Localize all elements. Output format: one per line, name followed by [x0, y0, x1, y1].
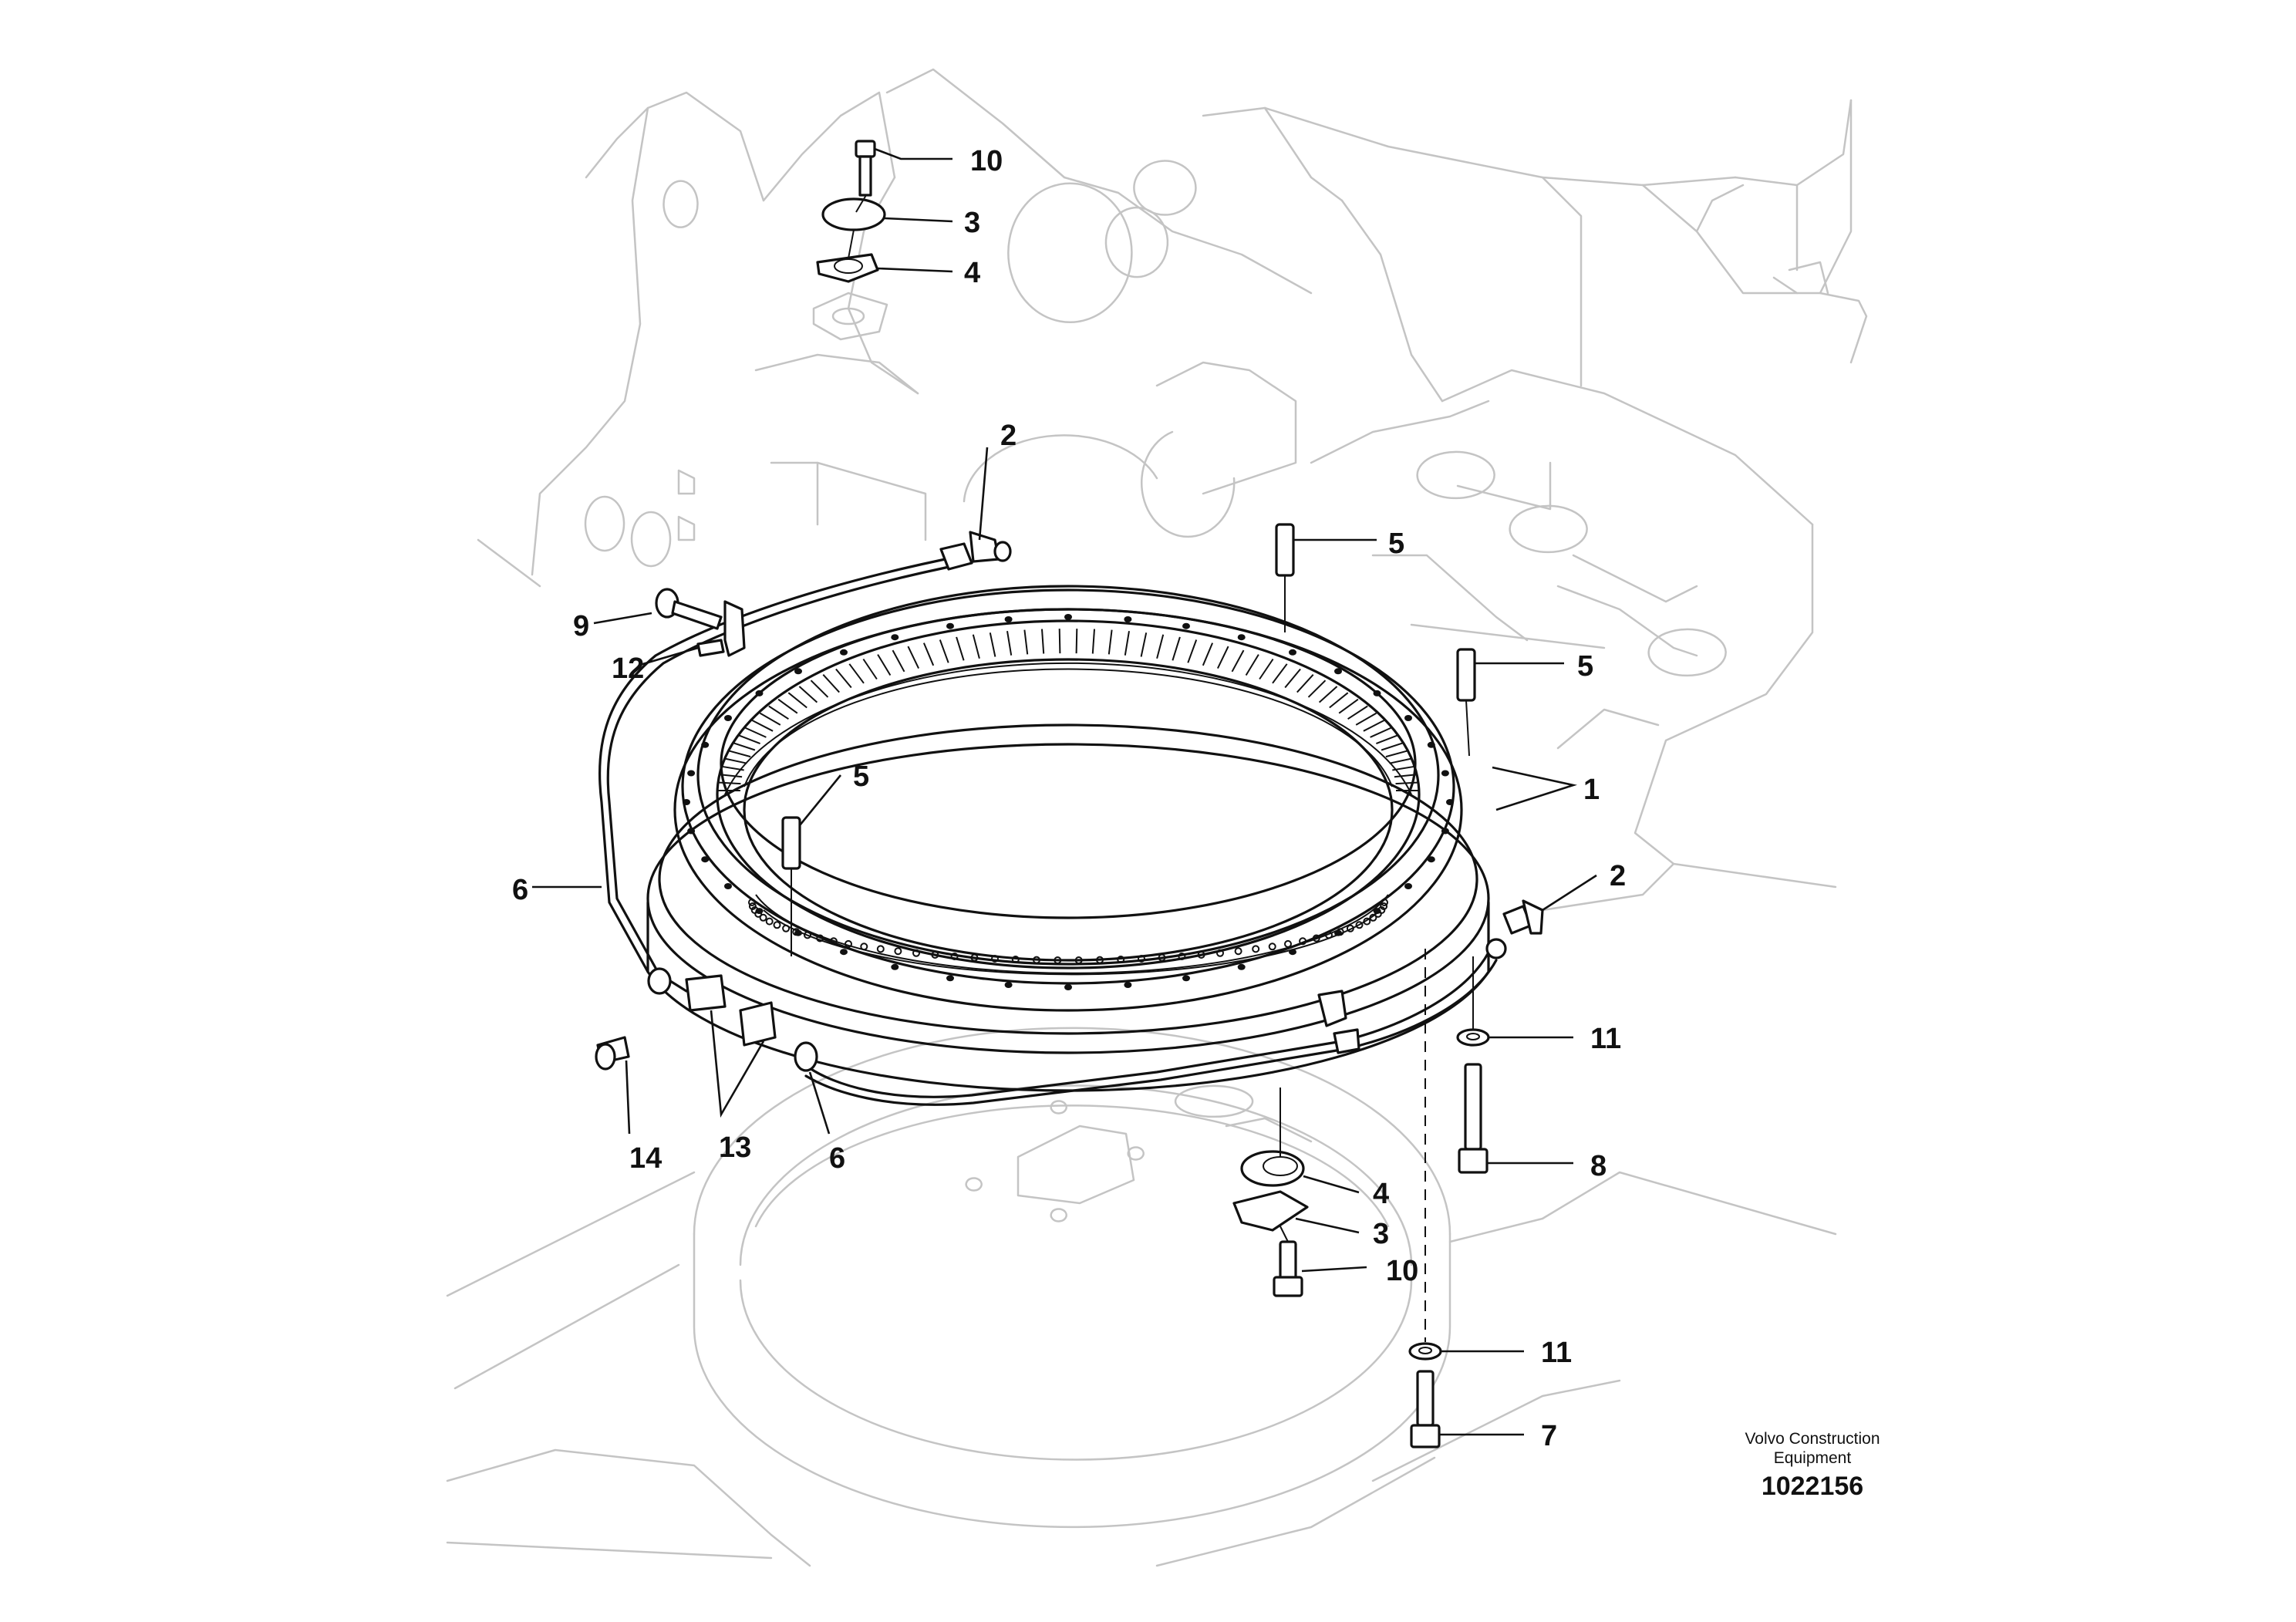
undercarriage-outline: [446, 1027, 1837, 1567]
alignment-lines: [791, 194, 1474, 1342]
lube-hoses: [598, 554, 1498, 1106]
callout-c12: 12: [612, 653, 644, 685]
callout-c5b: 5: [1577, 650, 1593, 683]
callout-c6b: 6: [829, 1142, 845, 1175]
leader-lines: [532, 147, 1597, 1436]
callout-c4b: 4: [1373, 1178, 1389, 1210]
cover-3: [821, 197, 886, 231]
document-number: 1022156: [1761, 1472, 1864, 1501]
callout-c14: 14: [629, 1142, 662, 1175]
callout-c3b: 3: [1373, 1218, 1389, 1250]
brand-line-1: Volvo Construction: [1745, 1430, 1880, 1448]
gasket-4: [816, 253, 879, 283]
callout-c2b: 2: [1610, 860, 1626, 892]
brand-caption: Volvo Construction Equipment: [1681, 1429, 1944, 1468]
pin-5b: [1456, 648, 1476, 702]
callout-c2a: 2: [1000, 420, 1017, 452]
callout-c13: 13: [719, 1131, 751, 1164]
pin-5a: [1275, 523, 1295, 577]
callout-c10a: 10: [970, 145, 1003, 177]
callout-c5c: 5: [853, 760, 869, 793]
callout-labels: 10 3 4 2 5 9 12 5 1 5 6 2 11 8 14 13 6 4 3 10 11 7: [512, 145, 1626, 1452]
bolt-10-shank: [858, 155, 872, 197]
hardware-parts: [595, 140, 1544, 1448]
callout-c11a: 11: [1590, 1023, 1621, 1055]
pin-5c: [781, 816, 801, 870]
callout-c8: 8: [1590, 1150, 1607, 1182]
ring-bolt-holes: [683, 614, 1454, 990]
callout-c6a: 6: [512, 874, 528, 906]
callout-c11b: 11: [1541, 1337, 1572, 1369]
callout-c7: 7: [1541, 1420, 1557, 1452]
brand-line-2: Equipment: [1773, 1449, 1852, 1467]
callout-c10b: 10: [1386, 1255, 1418, 1287]
gear-teeth: [717, 629, 1419, 964]
slewing-ring: [646, 585, 1490, 1092]
callout-c9: 9: [573, 610, 589, 642]
callout-c4a: 4: [964, 257, 980, 289]
callout-c5a: 5: [1388, 528, 1404, 560]
callout-c3a: 3: [964, 207, 980, 239]
bolt-10-head: [855, 140, 876, 158]
callout-c1: 1: [1583, 774, 1600, 806]
upper-frame-outline: [477, 68, 1868, 912]
